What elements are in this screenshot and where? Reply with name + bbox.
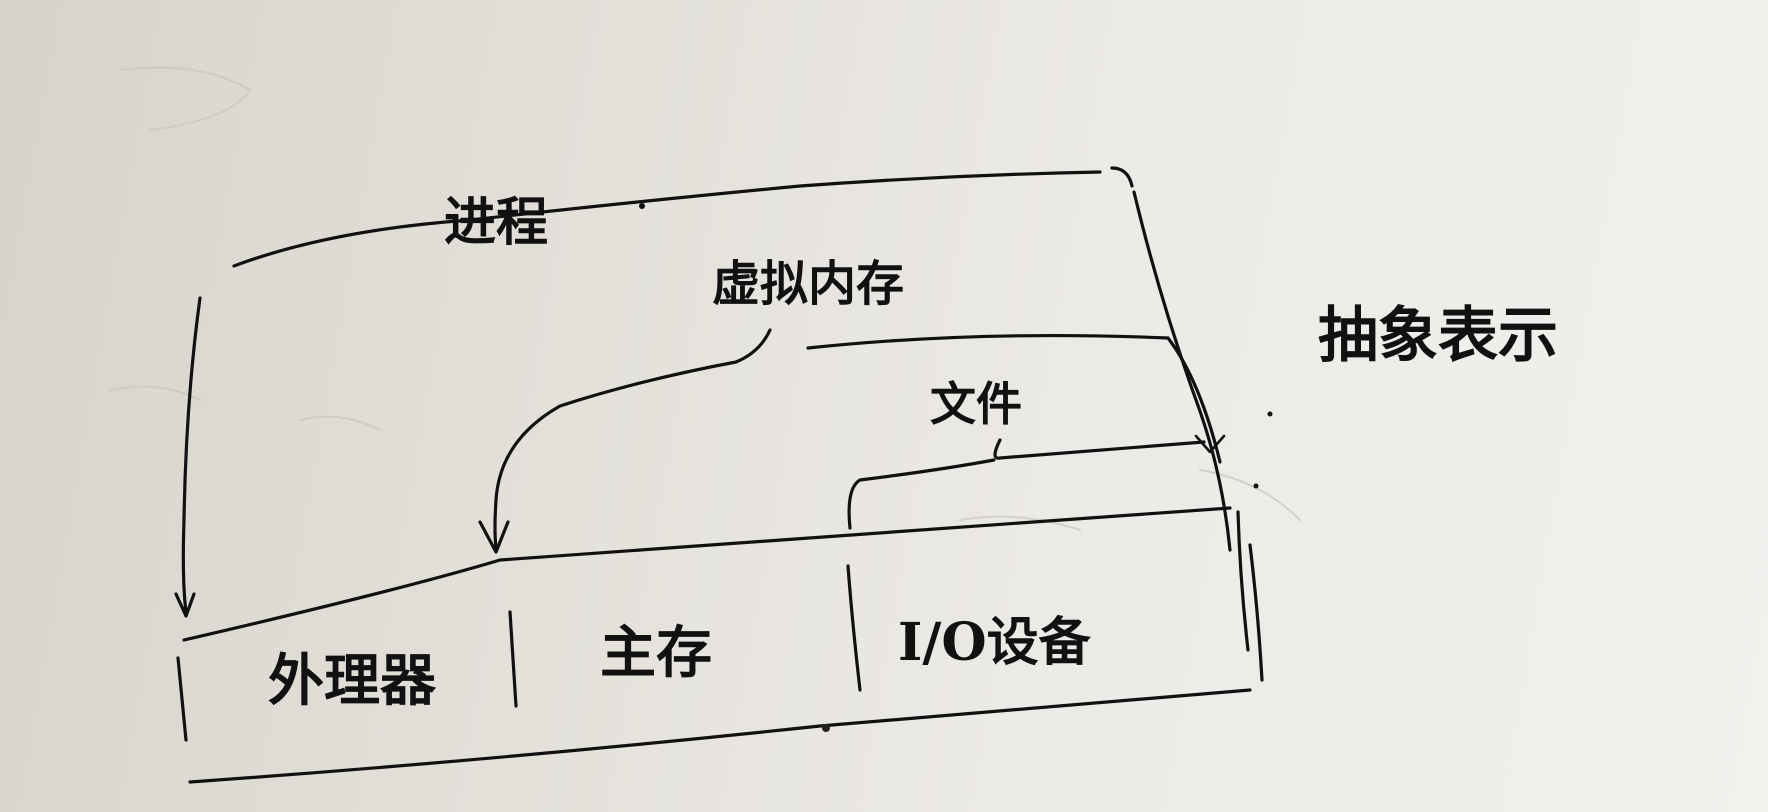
process-label: 进程: [444, 192, 548, 253]
file-label: 文件: [930, 377, 1022, 431]
hardware-box: [176, 506, 1264, 784]
virtual-memory-bracket: [478, 328, 1222, 554]
process-bracket: [174, 166, 1232, 618]
memory-label: 主存: [600, 620, 712, 686]
io-device-label: I/O设备: [898, 612, 1092, 673]
file-bracket: [847, 434, 1226, 530]
pen-dots: [639, 203, 1273, 732]
paper-ghost-marks: [109, 66, 1301, 531]
diagram-title: 抽象表示: [1318, 301, 1558, 371]
processor-label: 外理器: [268, 648, 437, 714]
virtual-memory-label: 虚拟内存: [712, 256, 904, 312]
